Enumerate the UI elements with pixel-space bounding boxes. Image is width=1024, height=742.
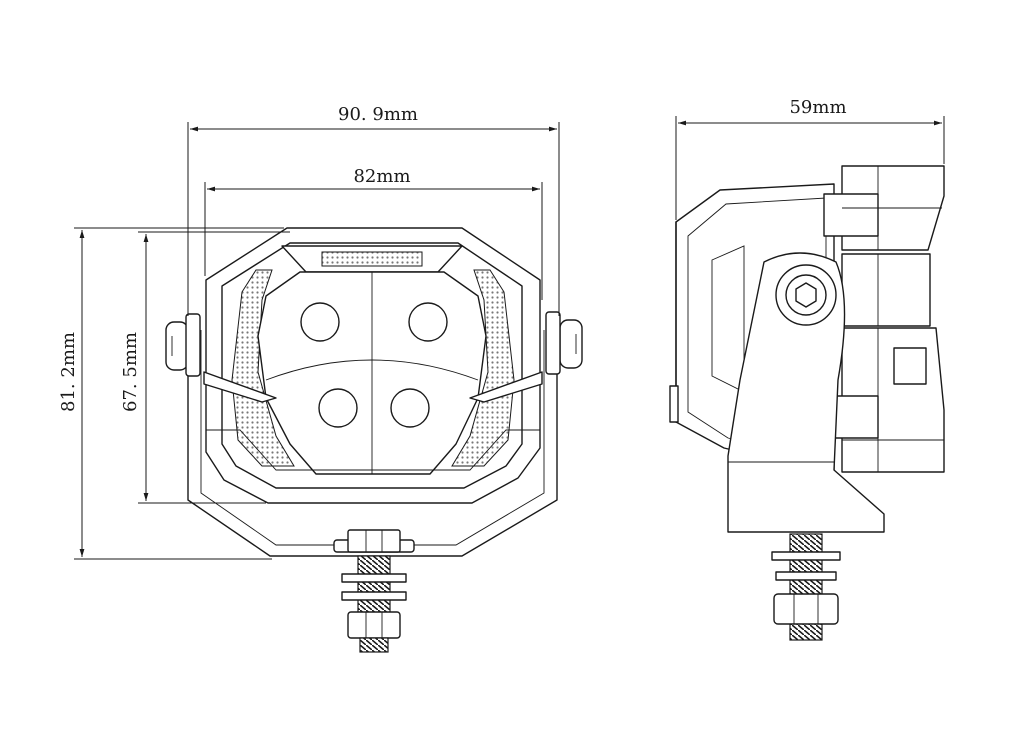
front-left-knob	[165, 313, 201, 377]
dim-front-height-inner: 67. 5mm	[120, 231, 290, 504]
front-housing-inner	[221, 242, 523, 489]
dim-front-width-inner: 82mm	[204, 166, 543, 300]
led-bottom-right	[390, 388, 430, 428]
side-rear-top-step	[823, 193, 879, 237]
led-bottom-left	[318, 388, 358, 428]
dim-front-width-overall: 90. 9mm	[187, 104, 560, 316]
front-view: 90. 9mm 82mm 81. 2mm 67. 5mm	[58, 104, 583, 653]
front-bolt	[333, 529, 415, 653]
dim-label-82: 82mm	[353, 166, 410, 187]
front-right-knob	[545, 311, 583, 375]
dim-label-67-5: 67. 5mm	[120, 332, 141, 412]
front-right-bumper	[469, 371, 543, 403]
right-mesh	[451, 269, 515, 467]
pivot-washer	[785, 274, 827, 316]
side-rear-mid-block	[841, 253, 931, 327]
side-view: 59mm	[669, 97, 945, 641]
front-bottom-frame	[206, 429, 540, 471]
led-top-right	[408, 302, 448, 342]
side-bolt	[771, 533, 841, 641]
left-mesh	[231, 269, 295, 467]
pivot-outer	[775, 264, 837, 326]
dim-label-90-9: 90. 9mm	[338, 104, 418, 125]
top-light-window	[321, 251, 423, 267]
front-left-bumper	[203, 371, 277, 403]
dim-front-height-overall: 81. 2mm	[58, 227, 284, 560]
dim-side-depth: 59mm	[675, 97, 945, 220]
side-front-lip	[669, 385, 679, 423]
dim-label-81-2: 81. 2mm	[58, 332, 79, 412]
pivot-hex-socket	[795, 282, 817, 308]
lens-horizontal-split	[265, 359, 479, 381]
dim-label-59: 59mm	[789, 97, 846, 118]
led-top-left	[300, 302, 340, 342]
